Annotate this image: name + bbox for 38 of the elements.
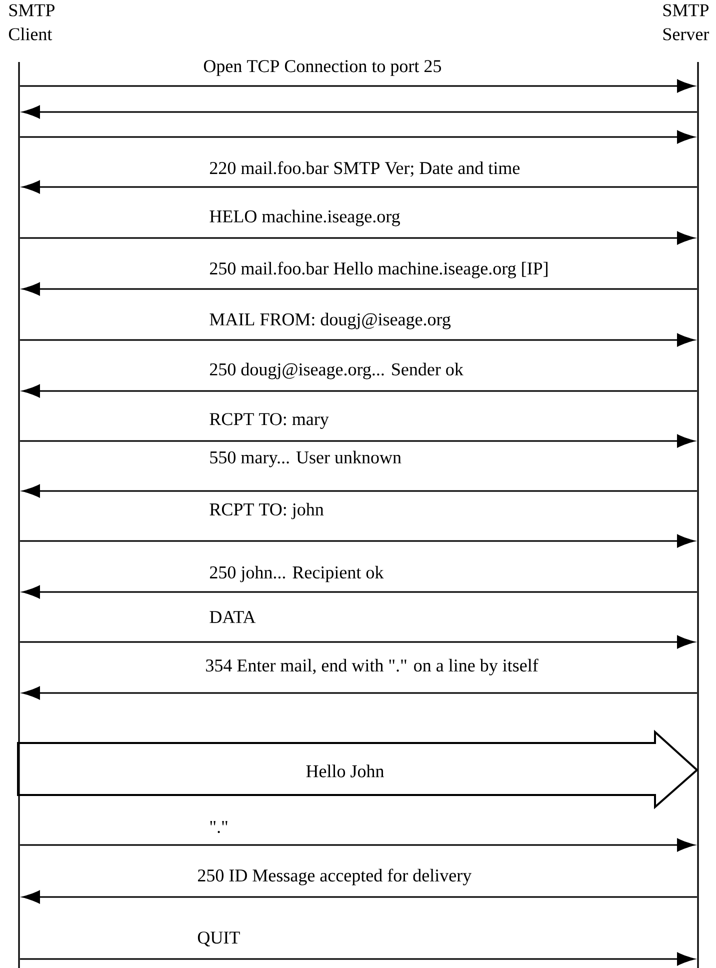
message-label: DATA [208, 610, 257, 624]
message-arrow [22, 586, 697, 598]
lifeline-header: SMTP Server [663, 4, 710, 40]
message-label: 550 mary... User unknown [208, 450, 402, 468]
message-arrow [22, 890, 697, 904]
message-arrow [20, 334, 694, 346]
message-label: Open TCP Connection to port 25 [202, 59, 443, 77]
message-arrow [22, 106, 697, 118]
message-arrow [20, 232, 694, 244]
message-label: RCPT TO: mary [208, 412, 330, 430]
message-arrow [22, 686, 697, 700]
message-arrow [20, 636, 694, 648]
message-arrow [20, 130, 694, 144]
message-arrow [20, 80, 694, 92]
lifeline [697, 62, 699, 968]
message-label: MAIL FROM: dougj@iseage.org [208, 312, 452, 330]
lifeline [18, 62, 20, 968]
message-label: 250 dougj@iseage.org... Sender ok [208, 362, 464, 380]
message-arrow [20, 534, 694, 548]
lifeline-header: SMTP Client [8, 4, 54, 40]
message-arrow [22, 384, 697, 398]
message-label: QUIT [196, 930, 242, 948]
block-arrow [17, 730, 698, 810]
message-label: 250 ID Message accepted for delivery [196, 868, 473, 886]
message-arrow [20, 838, 694, 852]
message-arrow [22, 282, 697, 296]
message-label: 250 mail.foo.bar Hello machine.iseage.org [IP] [208, 260, 550, 280]
message-label: 250 john... Recipient ok [208, 564, 385, 584]
message-label: 220 mail.foo.bar SMTP Ver; Date and time [208, 160, 522, 178]
message-label: HELO machine.iseage.org [208, 208, 402, 228]
message-arrow [20, 952, 694, 966]
message-arrow [20, 434, 694, 448]
message-label: 354 Enter mail, end with "." on a line by itself [204, 658, 540, 676]
message-label: Hello John [304, 764, 386, 778]
message-label: RCPT TO: john [208, 502, 325, 520]
message-label: "." [208, 820, 230, 834]
message-arrow [22, 484, 697, 498]
message-arrow [22, 180, 697, 194]
